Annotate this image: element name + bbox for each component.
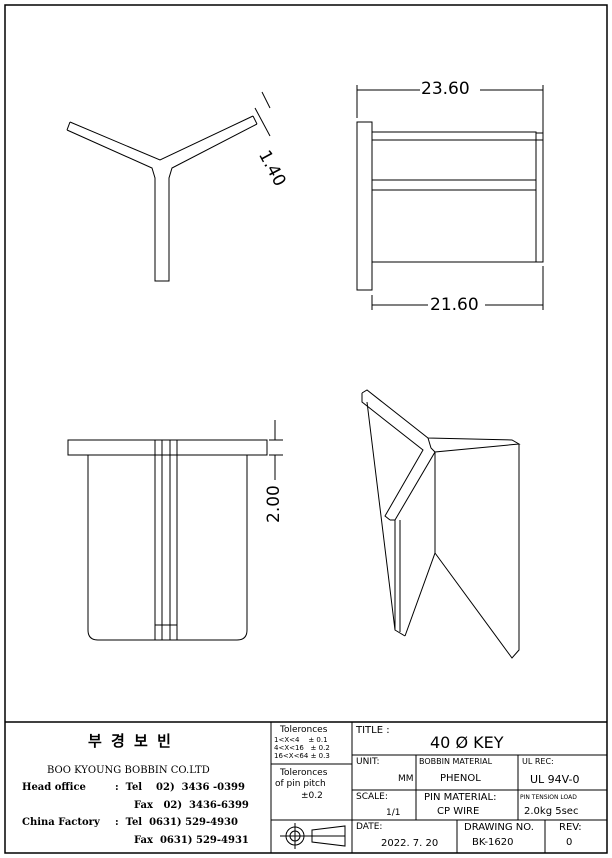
unit-value: MM xyxy=(398,774,414,784)
drawing-no-label: DRAWING NO. xyxy=(464,822,534,833)
bobbin-material-label: BOBBIN MATERIAL xyxy=(419,757,493,766)
tolerance-row: 4<X<16 ± 0.2 xyxy=(274,744,330,752)
drawing-title: 40 Ø KEY xyxy=(430,733,504,752)
ul-value: UL 94V-0 xyxy=(530,773,580,786)
head-office-fax: Fax 02) 3436-6399 xyxy=(134,800,249,811)
ul-label: UL REC: xyxy=(522,757,554,766)
unit-label: UNIT: xyxy=(356,757,380,767)
date-value: 2022. 7. 20 xyxy=(381,838,439,849)
scale-value: 1/1 xyxy=(386,808,401,818)
pin-tolerance-value: ±0.2 xyxy=(301,791,323,801)
head-office-tel: : Tel 02) 3436 -0399 xyxy=(115,782,245,793)
title-block-grid xyxy=(5,721,607,853)
isometric-view xyxy=(361,389,521,659)
tolerance-row: 1<X<4 ± 0.1 xyxy=(274,736,328,744)
china-factory-fax: Fax 0631) 529-4931 xyxy=(134,835,249,846)
dim-bottom-width: 21.60 xyxy=(430,295,479,315)
top-view-y-shape xyxy=(66,91,271,282)
drawing-no-value: BK-1620 xyxy=(472,837,514,848)
china-factory-label: China Factory xyxy=(22,817,100,828)
rev-value: 0 xyxy=(566,837,573,848)
pin-tolerances-sub: of pin pitch xyxy=(275,779,326,789)
front-view xyxy=(67,420,283,641)
company-name: BOO KYOUNG BOBBIN CO.LTD xyxy=(47,765,210,776)
bobbin-material-value: PHENOL xyxy=(440,773,481,784)
dim-top-width: 23.60 xyxy=(421,79,470,99)
tolerances-title: Toleronces xyxy=(280,725,328,735)
tolerance-row: 16<X<64 ± 0.3 xyxy=(274,752,330,760)
head-office-label: Head office xyxy=(22,782,86,793)
scale-label: SCALE: xyxy=(356,792,388,802)
dim-flange: 2.00 xyxy=(264,485,284,523)
pin-tension-value: 2.0kg 5sec xyxy=(524,806,579,817)
sheet-border xyxy=(4,4,608,854)
pin-tolerances-title: Toleronces xyxy=(280,768,328,778)
rev-label: REV: xyxy=(559,822,582,833)
side-view xyxy=(356,85,544,310)
pin-tension-label: PIN TENSION LOAD xyxy=(520,794,577,801)
company-korean-name: 부 경 보 빈 xyxy=(88,732,173,750)
projection-symbol-icon xyxy=(280,823,346,849)
china-factory-tel: : Tel 0631) 529-4930 xyxy=(115,817,238,828)
date-label: DATE: xyxy=(356,822,383,832)
pin-material-value: CP WIRE xyxy=(437,806,480,817)
pin-material-label: PIN MATERIAL: xyxy=(424,792,497,803)
title-label: TITLE : xyxy=(356,725,390,736)
